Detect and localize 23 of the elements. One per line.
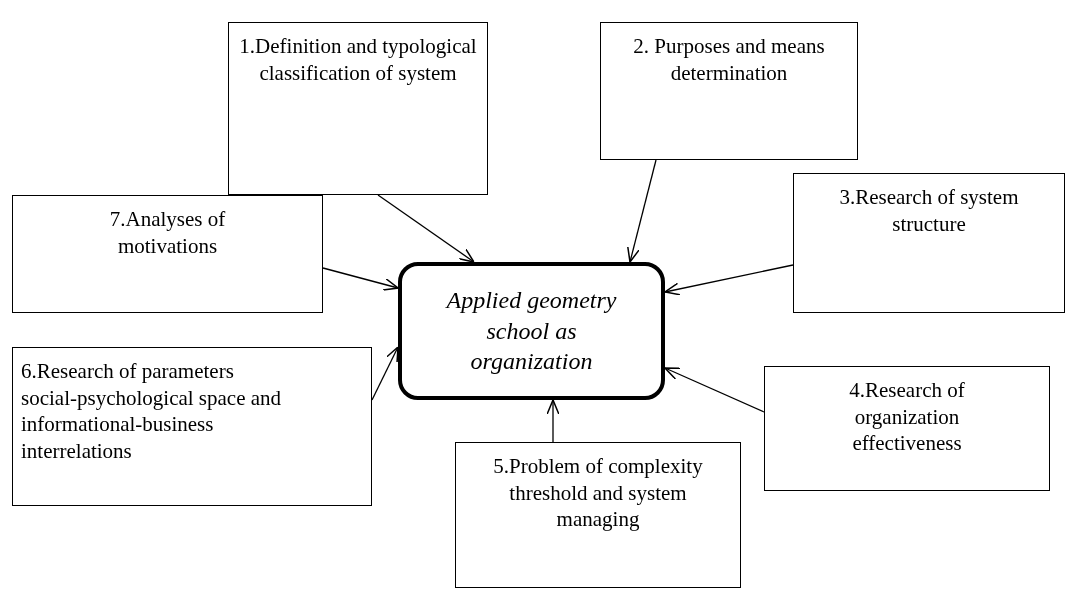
arrow bbox=[546, 399, 560, 443]
central-rounded-box bbox=[398, 262, 665, 400]
topic-box bbox=[764, 366, 1050, 491]
topic-text: 4.Research of organization effectiveness bbox=[848, 377, 966, 457]
topic-box bbox=[228, 22, 488, 195]
arrow bbox=[377, 194, 475, 263]
topic-box bbox=[793, 173, 1065, 313]
topic-text: 2. Purposes and means determination bbox=[632, 33, 826, 87]
topic-text: 5.Problem of complexity threshold and system managing bbox=[492, 453, 704, 533]
arrow bbox=[371, 346, 399, 401]
topic-box bbox=[600, 22, 858, 160]
topic-text: 1.Definition and typological classification of system bbox=[238, 33, 478, 87]
arrow bbox=[627, 159, 657, 263]
topic-box bbox=[12, 347, 372, 506]
topic-text: 3.Research of system structure bbox=[838, 184, 1020, 238]
topic-text: 7.Analyses of motivations bbox=[108, 206, 227, 260]
topic-text: 6.Research of parameters social-psychological space and informational-business interrelations bbox=[20, 358, 283, 465]
arrow bbox=[664, 264, 794, 296]
topic-box bbox=[12, 195, 323, 313]
central-title: Applied geometry school as organization bbox=[444, 286, 618, 377]
arrow bbox=[664, 367, 765, 413]
topic-box bbox=[455, 442, 741, 588]
arrow bbox=[322, 267, 399, 291]
